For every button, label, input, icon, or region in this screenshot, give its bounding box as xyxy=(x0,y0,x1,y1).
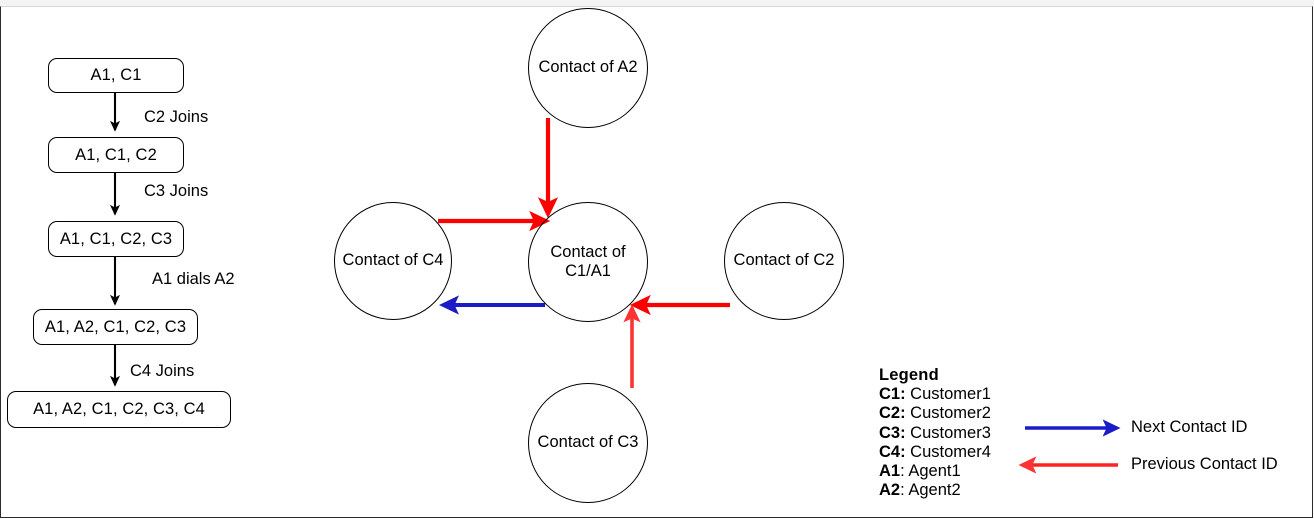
node-contact-of-a2[interactable]: Contact of A2 xyxy=(528,8,648,128)
legend-entry-a2: A2: Agent2 xyxy=(879,481,991,500)
legend-key-c1: C1: xyxy=(879,385,906,404)
flow-label-c4-joins: C4 Joins xyxy=(130,362,195,380)
figure-top-strip xyxy=(0,0,1314,7)
flow-box-step4[interactable]: A1, A2, C1, C2, C3 xyxy=(33,309,198,345)
legend-label-next-contact-id: Next Contact ID xyxy=(1131,418,1248,436)
legend-value-c2: Customer2 xyxy=(905,404,991,423)
legend-key-a1: A1 xyxy=(879,462,901,481)
legend-key-c3: C3: xyxy=(879,423,906,442)
legend-value-c4: Customer4 xyxy=(905,442,991,461)
legend-entry-c4: C4: Customer4 xyxy=(879,443,991,462)
legend-key-a2: A2 xyxy=(879,481,901,500)
graph-edges xyxy=(438,118,730,388)
node-contact-of-c2[interactable]: Contact of C2 xyxy=(724,202,844,320)
flow-box-step3[interactable]: A1, C1, C2, C3 xyxy=(48,221,184,257)
legend-entry-a1: A1: Agent1 xyxy=(879,462,991,481)
legend-value-a2: : Agent2 xyxy=(900,481,961,500)
flow-box-step2[interactable]: A1, C1, C2 xyxy=(48,137,184,173)
legend-entry-c3: C3: Customer3 xyxy=(879,424,991,443)
flow-label-a1-dials-a2: A1 dials A2 xyxy=(152,270,235,288)
legend-key-c2: C2: xyxy=(879,404,906,423)
legend-entry-c2: C2: Customer2 xyxy=(879,404,991,423)
legend-value-c3: Customer3 xyxy=(905,423,991,442)
flow-label-c2-joins: C2 Joins xyxy=(144,108,209,126)
legend-title: Legend xyxy=(879,366,939,384)
flow-box-step5[interactable]: A1, A2, C1, C2, C3, C4 xyxy=(7,391,231,428)
legend-entry-c1: C1: Customer1 xyxy=(879,385,991,404)
node-contact-of-c3[interactable]: Contact of C3 xyxy=(528,383,648,503)
node-contact-of-c4[interactable]: Contact of C4 xyxy=(334,202,452,320)
legend: Legend C1: Customer1 C2: Customer2 C3: C… xyxy=(879,366,991,500)
legend-arrows xyxy=(1018,419,1121,474)
legend-key-c4: C4: xyxy=(879,442,906,461)
node-contact-of-c1-a1[interactable]: Contact of C1/A1 xyxy=(528,202,648,322)
legend-label-previous-contact-id: Previous Contact ID xyxy=(1131,455,1278,473)
legend-value-c1: Customer1 xyxy=(905,385,991,404)
flow-label-c3-joins: C3 Joins xyxy=(144,182,209,200)
legend-value-a1: : Agent1 xyxy=(900,462,961,481)
flow-box-step1[interactable]: A1, C1 xyxy=(48,58,184,93)
